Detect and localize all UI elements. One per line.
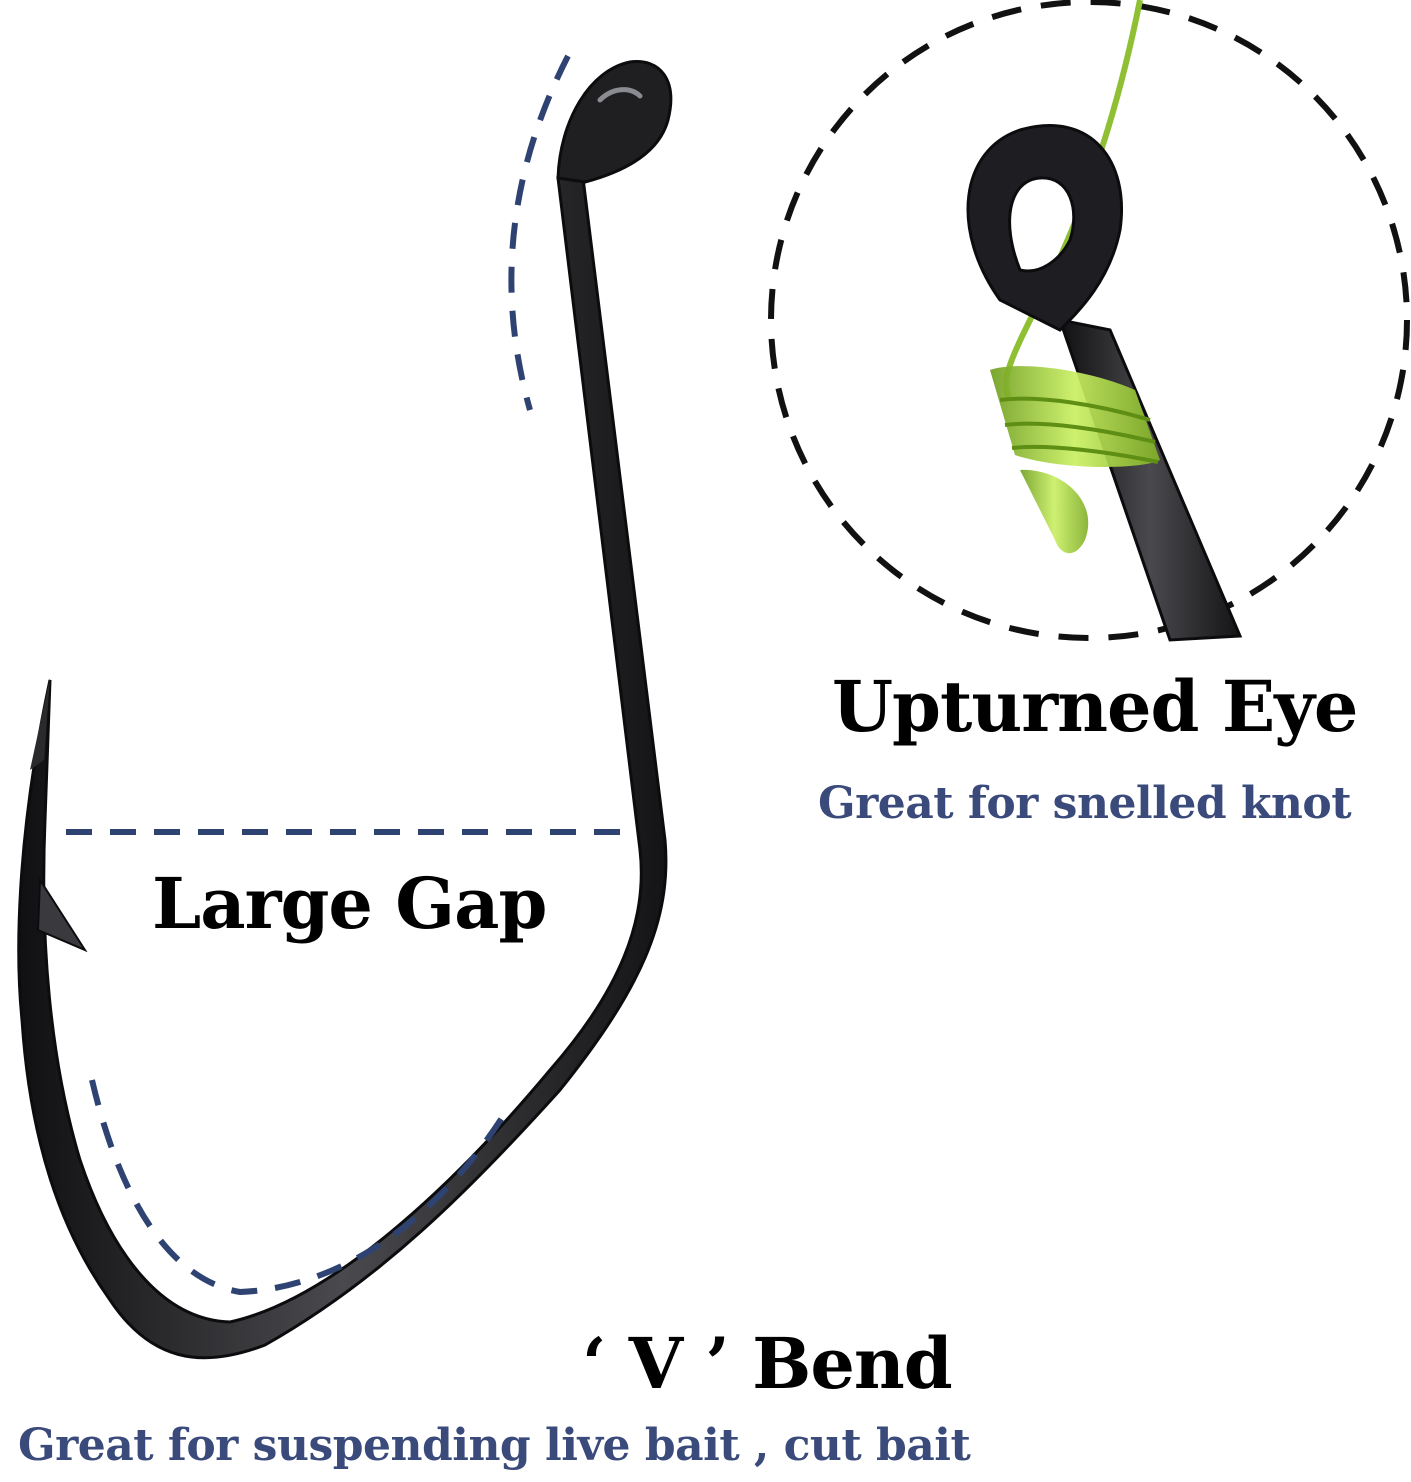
- inset-hook-shank: [1057, 318, 1243, 642]
- eye-zoom-inset: [768, 0, 1410, 642]
- v-bend-title: ‘ V ’ Bend: [582, 1322, 953, 1405]
- guide-eye-curve: [508, 54, 571, 411]
- fishing-hook: [17, 60, 673, 1360]
- large-gap-title: Large Gap: [152, 862, 547, 945]
- inset-hook-eye: [966, 124, 1123, 332]
- hook-eye: [556, 60, 673, 184]
- hook-body: [17, 166, 668, 1360]
- upturned-eye-subtitle: Great for snelled knot: [818, 778, 1352, 829]
- guide-bend-curve: [89, 1079, 513, 1296]
- snell-wraps: [990, 366, 1160, 554]
- upturned-eye-title: Upturned Eye: [832, 665, 1358, 748]
- hook-eye-highlight: [597, 87, 643, 103]
- v-bend-subtitle: Great for suspending live bait , cut bai…: [18, 1420, 971, 1471]
- zoom-circle: [768, 0, 1410, 641]
- hook-barb: [36, 876, 88, 953]
- guide-lines: [66, 54, 622, 1296]
- hook-point: [30, 678, 50, 770]
